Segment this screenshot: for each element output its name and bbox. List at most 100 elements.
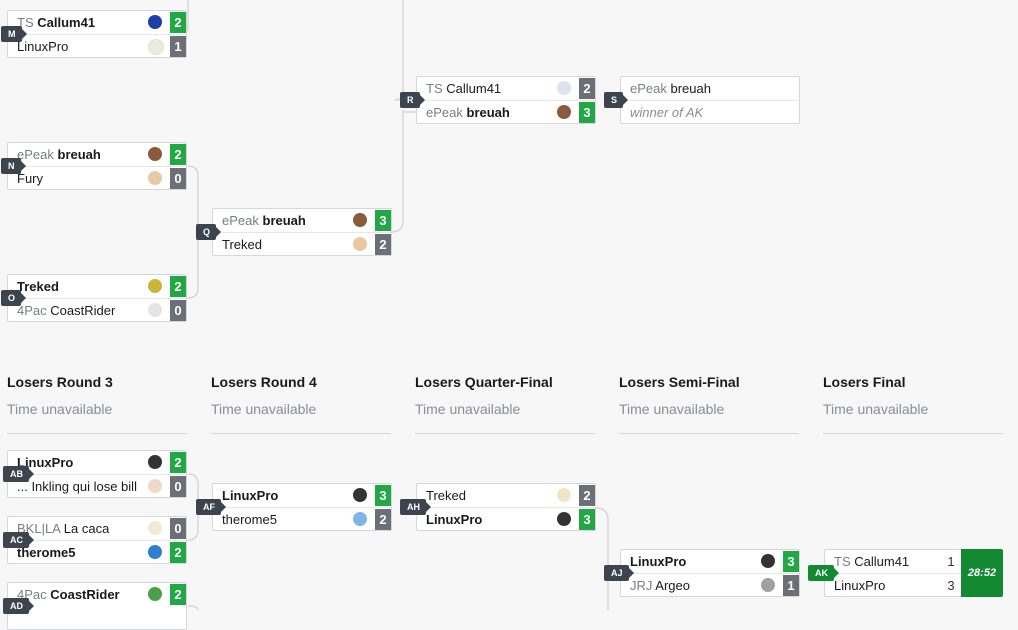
- player-name: 4Pac CoastRider: [17, 587, 120, 602]
- divider: [823, 433, 1003, 434]
- set-O[interactable]: Treked 2 4Pac CoastRider 0 O: [1, 274, 187, 322]
- player-name: ePeak breuah: [222, 213, 306, 228]
- player-name: LinuxPro: [17, 39, 69, 54]
- round-header-losers-round-3: Losers Round 3 Time unavailable: [7, 374, 187, 417]
- round-header-losers-round-4: Losers Round 4 Time unavailable: [211, 374, 391, 417]
- player-name: Treked: [17, 279, 59, 294]
- set-R[interactable]: TS Callum41 2 ePeak breuah 3 R: [400, 76, 596, 124]
- set-card[interactable]: TS Callum41 2 LinuxPro 1: [7, 10, 187, 58]
- player-row[interactable]: LinuxPro 1: [8, 34, 186, 57]
- score: 3: [947, 578, 955, 593]
- score: 3: [579, 509, 595, 530]
- player-row[interactable]: TS Callum41 2: [8, 11, 186, 34]
- player-row[interactable]: ePeak breuah: [621, 77, 799, 100]
- player-row[interactable]: LinuxPro 2: [8, 451, 186, 474]
- player-row[interactable]: therome5 2: [8, 540, 186, 563]
- set-AC[interactable]: BKL|LA La caca 0 therome5 2 AC: [3, 516, 187, 564]
- set-card[interactable]: Treked 2 4Pac CoastRider 0: [7, 274, 187, 322]
- character-icon: [148, 15, 162, 29]
- set-Q[interactable]: ePeak breuah 3 Treked 2 Q: [196, 208, 392, 256]
- player-row[interactable]: ePeak breuah 2: [8, 143, 186, 166]
- player-name: TS Callum41: [426, 81, 502, 96]
- player-row[interactable]: winner of AK: [621, 100, 799, 123]
- set-M[interactable]: TS Callum41 2 LinuxPro 1 M: [1, 10, 187, 58]
- player-name: ... Inkling qui lose bill: [17, 479, 137, 494]
- divider: [415, 433, 595, 434]
- character-icon: [148, 521, 162, 535]
- player-name: 4Pac CoastRider: [17, 303, 116, 318]
- set-card[interactable]: 4Pac CoastRider 2: [7, 582, 187, 630]
- player-name: LinuxPro: [834, 578, 886, 593]
- set-AD[interactable]: 4Pac CoastRider 2 AD: [3, 582, 187, 630]
- player-row[interactable]: LinuxPro 3: [621, 550, 799, 573]
- player-row[interactable]: therome5 2: [213, 507, 391, 530]
- character-icon: [148, 455, 162, 469]
- set-card[interactable]: TS Callum41 1 LinuxPro 3: [824, 549, 962, 597]
- player-row[interactable]: LinuxPro 3: [417, 507, 595, 530]
- player-name: ePeak breuah: [630, 81, 711, 96]
- score: 2: [375, 234, 391, 255]
- set-AB[interactable]: LinuxPro 2 ... Inkling qui lose bill 0 A…: [3, 450, 187, 498]
- player-row[interactable]: 4Pac CoastRider 0: [8, 298, 186, 321]
- set-AJ[interactable]: LinuxPro 3 JRJ Argeo 1 AJ: [604, 549, 800, 597]
- score: 0: [170, 168, 186, 189]
- player-row[interactable]: ePeak breuah 3: [213, 209, 391, 232]
- set-card[interactable]: LinuxPro 3 JRJ Argeo 1: [620, 549, 800, 597]
- set-AF[interactable]: LinuxPro 3 therome5 2 AF: [196, 483, 392, 531]
- set-card[interactable]: BKL|LA La caca 0 therome5 2: [7, 516, 187, 564]
- score: 2: [579, 78, 595, 99]
- set-identifier-tag: Q: [196, 224, 222, 240]
- score: 0: [170, 518, 186, 539]
- player-name: therome5: [17, 545, 76, 560]
- player-name: therome5: [222, 512, 277, 527]
- set-card[interactable]: LinuxPro 2 ... Inkling qui lose bill 0: [7, 450, 187, 498]
- player-name: LinuxPro: [426, 512, 483, 527]
- set-card[interactable]: TS Callum41 2 ePeak breuah 3: [416, 76, 596, 124]
- player-row[interactable]: BKL|LA La caca 0: [8, 517, 186, 540]
- character-icon: [353, 512, 367, 526]
- player-name: Treked: [222, 237, 262, 252]
- set-identifier-tag: S: [604, 92, 629, 108]
- player-row[interactable]: ... Inkling qui lose bill 0: [8, 474, 186, 497]
- set-identifier-tag: AJ: [604, 565, 633, 581]
- player-row[interactable]: Treked 2: [417, 484, 595, 507]
- set-card[interactable]: Treked 2 LinuxPro 3: [416, 483, 596, 531]
- player-name: JRJ Argeo: [630, 578, 690, 593]
- placeholder-name: winner of AK: [630, 105, 704, 120]
- round-header-losers-final: Losers Final Time unavailable: [823, 374, 1003, 417]
- round-title: Losers Quarter-Final: [415, 374, 553, 390]
- set-N[interactable]: ePeak breuah 2 Fury 0 N: [1, 142, 187, 190]
- score: 2: [170, 584, 186, 605]
- round-header-losers-semi-final: Losers Semi-Final Time unavailable: [619, 374, 799, 417]
- round-title: Losers Round 3: [7, 374, 113, 390]
- player-row[interactable]: Fury 0: [8, 166, 186, 189]
- character-icon: [557, 105, 571, 119]
- player-row[interactable]: JRJ Argeo 1: [621, 573, 799, 596]
- player-row[interactable]: TS Callum41 2: [417, 77, 595, 100]
- set-card[interactable]: LinuxPro 3 therome5 2: [212, 483, 392, 531]
- player-row[interactable]: Treked 2: [213, 232, 391, 255]
- character-icon: [761, 554, 775, 568]
- player-row[interactable]: LinuxPro 3: [213, 484, 391, 507]
- set-S[interactable]: ePeak breuah winner of AK S: [604, 76, 800, 124]
- set-card[interactable]: ePeak breuah 3 Treked 2: [212, 208, 392, 256]
- player-name: ePeak breuah: [17, 147, 101, 162]
- player-row[interactable]: Treked 2: [8, 275, 186, 298]
- set-card[interactable]: ePeak breuah winner of AK: [620, 76, 800, 124]
- player-row[interactable]: ePeak breuah 3: [417, 100, 595, 123]
- player-name: TS Callum41: [17, 15, 96, 30]
- player-row[interactable]: LinuxPro 3: [825, 573, 961, 596]
- set-AH[interactable]: Treked 2 LinuxPro 3 AH: [400, 483, 596, 531]
- player-name: Treked: [426, 488, 466, 503]
- set-AK[interactable]: TS Callum41 1 LinuxPro 3 28:52 AK: [808, 549, 1004, 597]
- score: 0: [170, 476, 186, 497]
- character-icon: [761, 578, 775, 592]
- character-icon: [148, 171, 162, 185]
- character-icon: [148, 147, 162, 161]
- set-identifier-tag: AH: [400, 499, 431, 515]
- player-row[interactable]: TS Callum41 1: [825, 550, 961, 573]
- player-row[interactable]: 4Pac CoastRider 2: [8, 583, 186, 606]
- character-icon: [148, 479, 162, 493]
- match-timer-badge: 28:52: [961, 549, 1003, 597]
- set-card[interactable]: ePeak breuah 2 Fury 0: [7, 142, 187, 190]
